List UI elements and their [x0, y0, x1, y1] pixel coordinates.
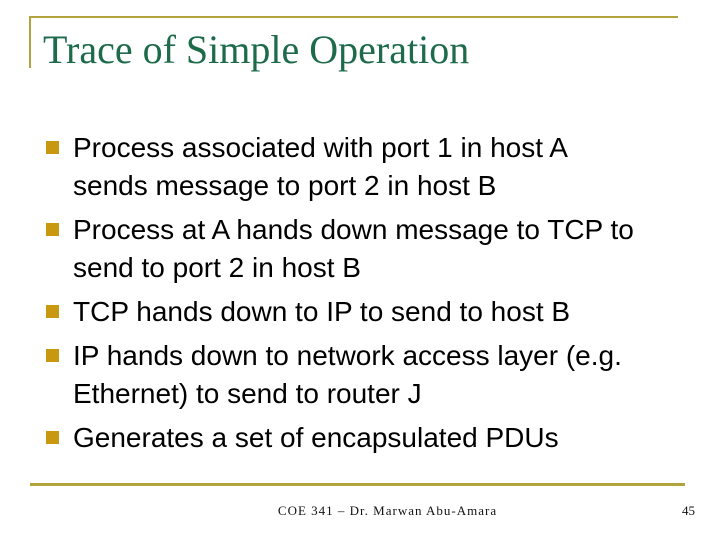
- bullet-text: Process at A hands down message to TCP t…: [73, 214, 634, 283]
- page-number: 45: [682, 503, 695, 518]
- bullet-text: Process associated with port 1 in host A…: [73, 132, 568, 201]
- bullet-item: Generates a set of encapsulated PDUs: [45, 419, 686, 457]
- slide-title: Trace of Simple Operation: [43, 27, 470, 72]
- bullet-item: Process associated with port 1 in host A…: [45, 129, 686, 205]
- bullet-item: Process at A hands down message to TCP t…: [45, 211, 686, 287]
- square-bullet-icon: [46, 305, 59, 318]
- bullet-item: TCP hands down to IP to send to host B: [45, 293, 686, 331]
- bullet-list: Process associated with port 1 in host A…: [45, 129, 686, 463]
- title-left-accent-line: [29, 16, 31, 68]
- bullet-text: Generates a set of encapsulated PDUs: [73, 422, 559, 453]
- top-accent-line: [30, 16, 678, 18]
- footer-course-label: COE 341 – Dr. Marwan Abu-Amara: [277, 503, 498, 518]
- footer-accent-line: [30, 483, 685, 486]
- square-bullet-icon: [46, 349, 59, 362]
- bullet-item: IP hands down to network access layer (e…: [45, 337, 686, 413]
- bullet-text: IP hands down to network access layer (e…: [73, 340, 622, 409]
- square-bullet-icon: [46, 431, 59, 444]
- square-bullet-icon: [46, 223, 59, 236]
- square-bullet-icon: [46, 141, 59, 154]
- bullet-text: TCP hands down to IP to send to host B: [73, 296, 571, 327]
